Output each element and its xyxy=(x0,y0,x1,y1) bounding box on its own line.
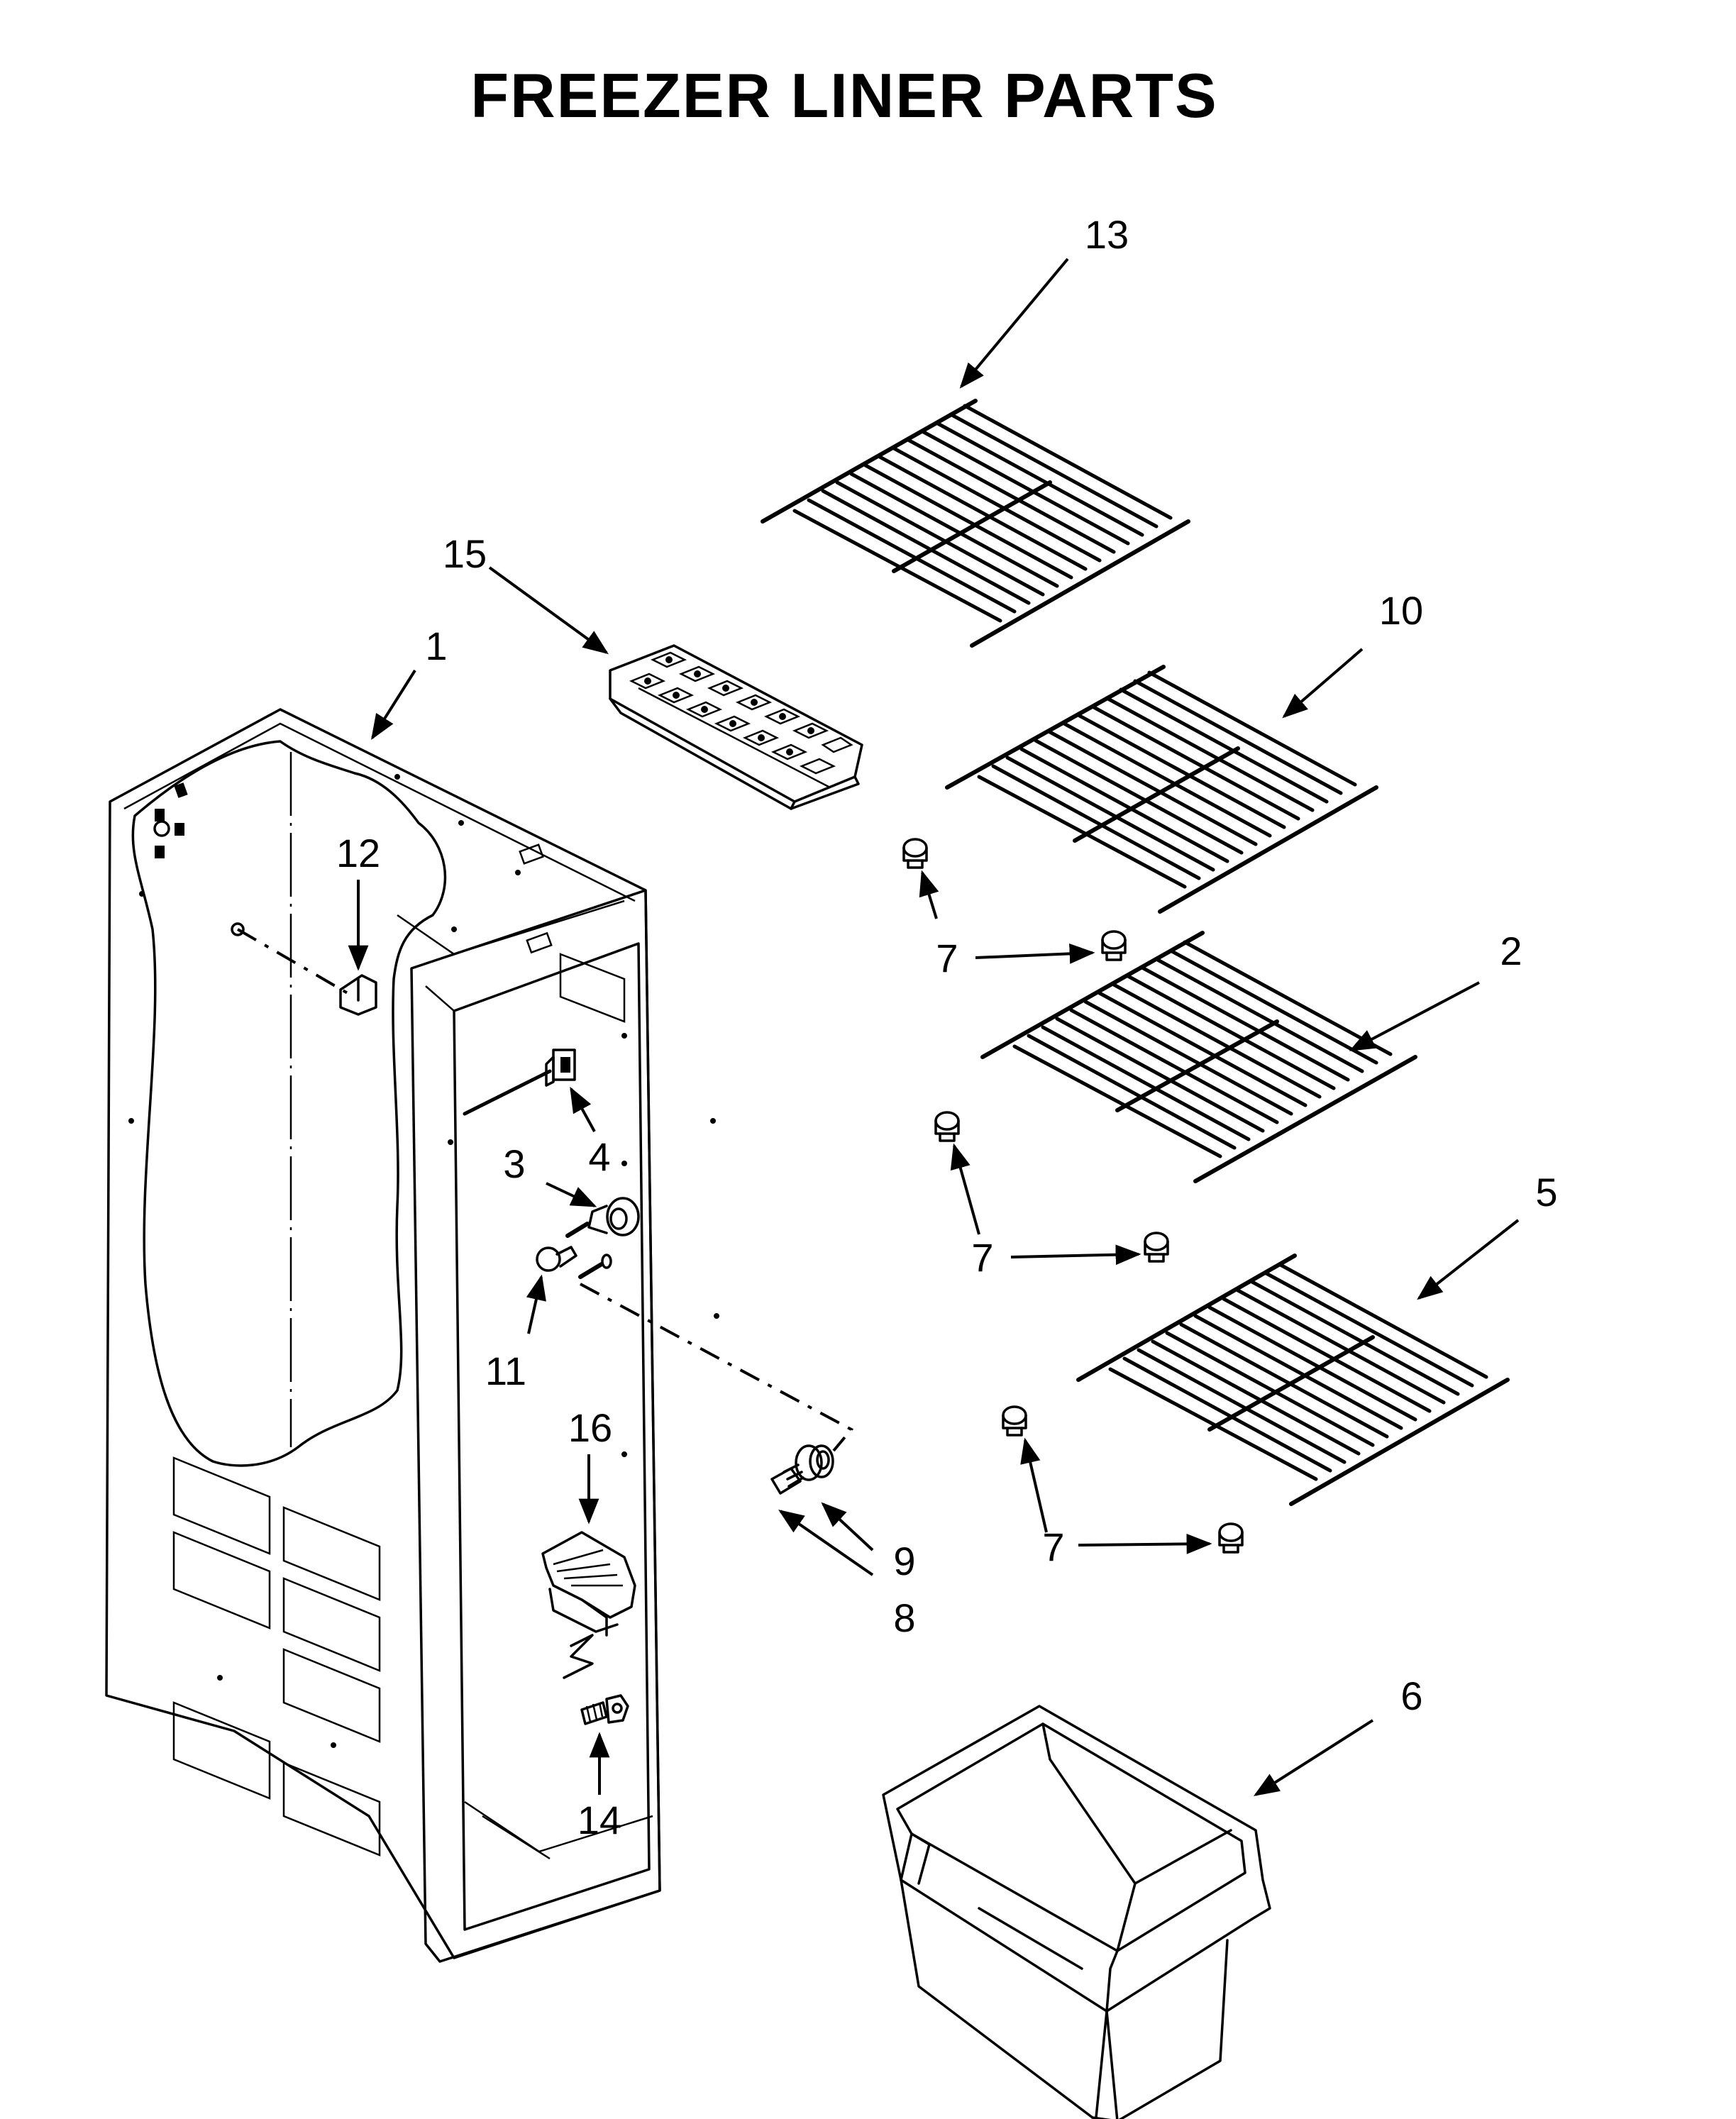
wire-shelf-part-2[interactable] xyxy=(980,931,1417,1183)
light-bulb-part-11[interactable] xyxy=(536,1246,612,1279)
screw-part-14[interactable] xyxy=(580,1694,629,1725)
callout-13: 13 xyxy=(1085,212,1129,257)
light-socket-part-3[interactable] xyxy=(565,1197,640,1238)
diagram-title: FREEZER LINER PARTS xyxy=(470,60,1217,131)
callout-7a: 7 xyxy=(936,936,958,980)
callout-14: 14 xyxy=(577,1798,621,1842)
callout-16: 16 xyxy=(568,1405,612,1450)
ice-tray-part-15[interactable] xyxy=(609,644,863,810)
callout-10: 10 xyxy=(1379,588,1423,633)
callout-12: 12 xyxy=(336,831,380,875)
cap-part-9[interactable] xyxy=(795,1444,834,1481)
callout-1: 1 xyxy=(425,624,447,668)
callout-11: 11 xyxy=(485,1349,526,1393)
wire-shelf-part-5[interactable] xyxy=(1076,1254,1510,1506)
freezer-liner-part[interactable] xyxy=(105,708,719,1963)
callout-6: 6 xyxy=(1400,1673,1422,1718)
callout-2: 2 xyxy=(1500,929,1522,973)
callout-15: 15 xyxy=(443,531,487,576)
screw-part-8[interactable] xyxy=(770,1464,805,1495)
leader-lines xyxy=(348,258,1520,1796)
assembly-line xyxy=(580,1283,854,1452)
wire-shelf-part-10[interactable] xyxy=(945,665,1378,914)
callout-8: 8 xyxy=(893,1595,915,1640)
callout-7c: 7 xyxy=(1042,1525,1064,1569)
cover-part-16[interactable] xyxy=(541,1531,636,1679)
callout-5: 5 xyxy=(1535,1170,1557,1215)
bin-part-6[interactable] xyxy=(882,1705,1271,2119)
callout-7b: 7 xyxy=(971,1235,993,1280)
switch-part-4[interactable] xyxy=(463,1049,576,1116)
callout-3: 3 xyxy=(503,1141,525,1186)
clip-part-12[interactable] xyxy=(231,922,377,1016)
callout-9: 9 xyxy=(893,1539,915,1583)
callout-4: 4 xyxy=(588,1134,610,1179)
wire-shelf-part-13[interactable] xyxy=(761,399,1190,648)
callout-labels: 1 12 15 13 10 2 5 6 4 3 11 16 14 9 8 7 7… xyxy=(336,212,1558,1842)
shelf-support-part-7[interactable] xyxy=(902,838,1244,1554)
